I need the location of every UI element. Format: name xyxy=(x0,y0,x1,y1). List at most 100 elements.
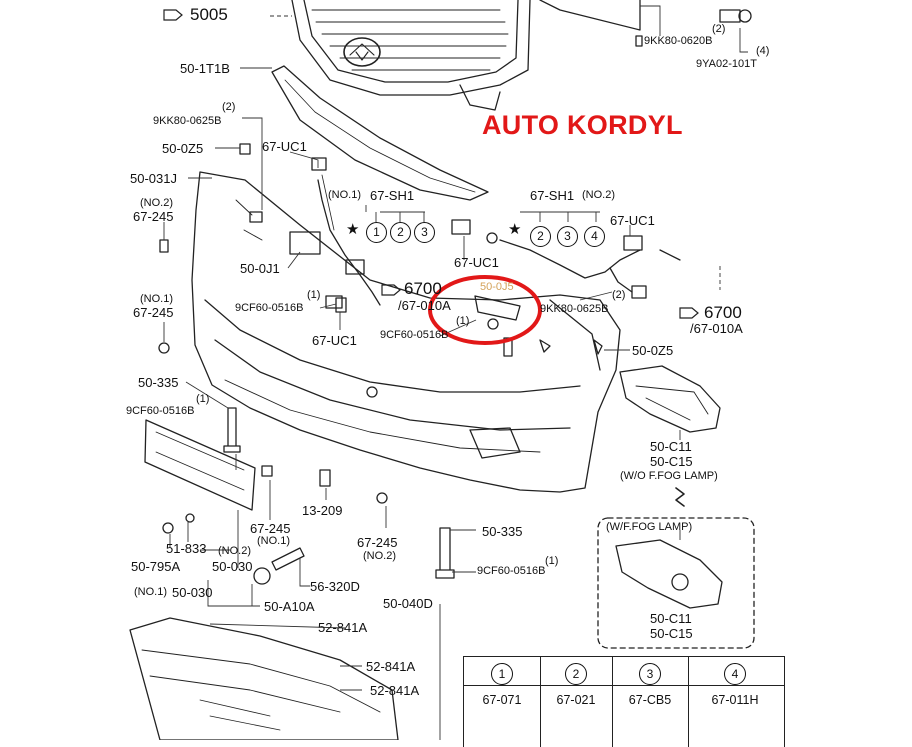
label-52-841A: 52-841A xyxy=(370,683,420,698)
label-50-C15: 50-C15 xyxy=(650,454,693,469)
star-marker: ★ xyxy=(508,221,522,238)
label-50-030: 50-030 xyxy=(212,559,253,574)
label-no2: (NO.2) xyxy=(363,550,396,562)
label-67-SH1: 67-SH1 xyxy=(370,188,415,203)
label-qty: (2) xyxy=(222,101,236,113)
label-56-320D: 56-320D xyxy=(310,579,360,594)
label-w-fog-lamp: (W/F.FOG LAMP) xyxy=(606,521,693,533)
label-50-335: 50-335 xyxy=(138,375,179,390)
legend-table: 1 67-071 2 67-021 3 67-CB5 4 67-011H xyxy=(463,656,785,747)
front-grille xyxy=(291,0,531,96)
label-67-UC1: 67-UC1 xyxy=(610,213,655,228)
label-51-833: 51-833 xyxy=(166,541,207,556)
label-50-335: 50-335 xyxy=(482,524,523,539)
fog-bezel-without-lamp xyxy=(619,365,721,433)
label-67-245: 67-245 xyxy=(250,521,291,536)
center-bracket xyxy=(474,295,521,321)
legend-number: 4 xyxy=(724,663,746,685)
watermark-text: AUTO KORDYL xyxy=(482,110,683,140)
callout-circle: 1 xyxy=(366,222,387,243)
label-qty: (2) xyxy=(712,23,726,35)
label-qty: (2) xyxy=(612,289,626,301)
legend-part: 67-021 xyxy=(556,693,596,707)
wiring-harness-left xyxy=(317,179,381,306)
callout-circle: 3 xyxy=(414,222,435,243)
label-50-030: 50-030 xyxy=(172,585,213,600)
license-plate-bracket xyxy=(144,419,256,511)
legend-cell: 1 67-071 xyxy=(464,657,541,747)
label-50-0Z5: 50-0Z5 xyxy=(632,343,674,358)
bumper-cover xyxy=(191,171,621,493)
label-67-SH1: 67-SH1 xyxy=(530,188,575,203)
label-9KK80-0620B: 9KK80-0620B xyxy=(644,35,713,47)
star-marker: ★ xyxy=(346,221,360,238)
label-no1: (NO.1) xyxy=(257,535,290,547)
label-wo-fog-lamp: (W/O F.FOG LAMP) xyxy=(620,470,718,482)
label-50-C15: 50-C15 xyxy=(650,626,693,641)
label-67-245: 67-245 xyxy=(357,535,398,550)
label-52-841A: 52-841A xyxy=(318,620,368,635)
label-50-040D: 50-040D xyxy=(383,596,433,611)
highlight-circle xyxy=(428,275,542,345)
label-50-C11: 50-C11 xyxy=(650,439,692,454)
label-67-UC1: 67-UC1 xyxy=(262,139,307,154)
label-no1: (NO.1) xyxy=(140,293,173,305)
under-cover xyxy=(129,617,399,740)
label-qty: (1) xyxy=(307,289,321,301)
label-50-0Z5: 50-0Z5 xyxy=(162,141,204,156)
label-67-UC1: 67-UC1 xyxy=(454,255,499,270)
label-no1: (NO.1) xyxy=(134,586,167,598)
mazda-emblem xyxy=(343,37,381,67)
callout-circle: 2 xyxy=(390,222,411,243)
callout-circle: 3 xyxy=(557,226,578,247)
label-9KK80-0625B: 9KK80-0625B xyxy=(153,115,222,127)
label-50-C11: 50-C11 xyxy=(650,611,692,626)
label-50-0J5: 50-0J5 xyxy=(480,281,514,293)
label-50-A10A: 50-A10A xyxy=(264,599,315,614)
label-no1: (NO.1) xyxy=(328,189,361,201)
label-50-1T1B: 50-1T1B xyxy=(180,61,230,76)
legend-cell: 3 67-CB5 xyxy=(612,657,689,747)
label-52-841A: 52-841A xyxy=(366,659,416,674)
legend-cell: 2 67-021 xyxy=(540,657,613,747)
label-6700: 6700 xyxy=(704,303,742,322)
label-no2: (NO.2) xyxy=(582,189,615,201)
legend-number: 1 xyxy=(491,663,513,685)
legend-cell: 4 67-011H xyxy=(688,657,782,747)
label-qty: (1) xyxy=(456,315,470,327)
wiring-harness-right xyxy=(499,239,641,279)
grille-molding xyxy=(271,65,489,201)
reference-arrow-icon xyxy=(163,9,183,21)
label-6700: 6700 xyxy=(404,279,442,298)
label-9CF60-0516B: 9CF60-0516B xyxy=(235,302,304,314)
label-67-010A: /67-010A xyxy=(398,298,451,313)
label-67-010A: /67-010A xyxy=(690,321,743,336)
label-13-209: 13-209 xyxy=(302,503,343,518)
label-67-UC1: 67-UC1 xyxy=(312,333,357,348)
label-9KK80-0625B: 9KK80-0625B xyxy=(540,303,609,315)
legend-number: 3 xyxy=(639,663,661,685)
fog-bezel-with-lamp xyxy=(615,539,723,609)
label-qty: (1) xyxy=(545,555,559,567)
label-9CF60-0516B: 9CF60-0516B xyxy=(477,565,546,577)
label-67-245: 67-245 xyxy=(133,209,174,224)
fog-lamp-option-box xyxy=(597,517,755,649)
reference-arrow-icon xyxy=(679,307,699,319)
label-5005: 5005 xyxy=(190,5,228,24)
legend-part: 67-071 xyxy=(482,693,522,707)
label-9CF60-0516B: 9CF60-0516B xyxy=(126,405,195,417)
legend-number: 2 xyxy=(565,663,587,685)
label-50-0J1: 50-0J1 xyxy=(240,261,280,276)
label-9CF60-0516B: 9CF60-0516B xyxy=(380,329,449,341)
label-67-245: 67-245 xyxy=(133,305,174,320)
reference-arrow-icon xyxy=(381,284,401,296)
legend-part: 67-CB5 xyxy=(628,693,672,707)
callout-circle: 4 xyxy=(584,226,605,247)
label-9YA02-101T: 9YA02-101T xyxy=(696,58,757,70)
legend-part: 67-011H xyxy=(711,693,759,707)
callout-circle: 2 xyxy=(530,226,551,247)
label-qty: (1) xyxy=(196,393,210,405)
label-50-031J: 50-031J xyxy=(130,171,177,186)
label-50-795A: 50-795A xyxy=(131,559,181,574)
